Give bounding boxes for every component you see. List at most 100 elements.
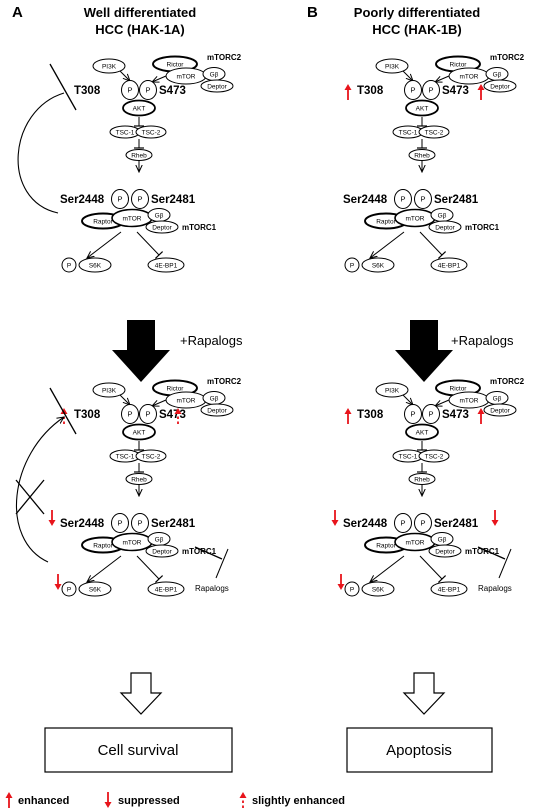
a-top-mtorc2-deptor-label: Deptor <box>207 84 227 91</box>
a-top-p-s473-label: P <box>145 86 150 95</box>
b-bot-mtorc2-deptor-label: Deptor <box>490 408 510 415</box>
b-bot-raptor-label: Raptor <box>376 543 396 550</box>
outcome-apoptosis: Apoptosis <box>386 742 452 759</box>
b-top-p-t308 <box>404 80 422 100</box>
a-bot-rheb-label: Rheb <box>131 477 147 484</box>
a-bot-s6k-label: S6K <box>89 587 102 594</box>
b-bot-mtorc2-mtor-label: mTOR <box>459 398 478 405</box>
b-bot-4ebp1 <box>430 581 468 597</box>
b-top-mtorc2-label: mTORC2 <box>490 53 525 62</box>
a-bot-rheb <box>125 473 153 485</box>
a-top-p-s473 <box>139 80 157 100</box>
a-top-p-ser2481-label: P <box>137 195 142 204</box>
panel-b-letter: B <box>307 4 318 21</box>
a-top-tsc1-label: TSC-1 <box>116 130 135 137</box>
a-bot-p-ser2448 <box>111 513 129 533</box>
b-bot-tsc1-label: TSC-1 <box>399 454 418 461</box>
a-top-mtorc1-label: mTORC1 <box>182 223 217 232</box>
b-bot-rictor-label: Rictor <box>450 386 468 393</box>
a-bot-s6k-suppressed-arrow-head <box>54 584 62 590</box>
b-bot-p-ser2448-label: P <box>400 519 405 528</box>
a-bot-s6k-arrow <box>87 555 122 582</box>
a-bot-akt <box>122 423 156 441</box>
a-top-p-s6k-label: P <box>67 263 71 270</box>
b-top-mtorc1-deptor <box>428 220 462 234</box>
b-top-s473-label: S473 <box>442 85 469 97</box>
a-bot-t308-slight-arrow-head <box>60 408 68 414</box>
a-top-mtorc1-mtor-label: mTOR <box>122 216 141 223</box>
b-bot-p-s6k <box>344 581 360 597</box>
b-top-tsc2 <box>418 125 450 139</box>
panel-b-title-line2: HCC (HAK-1B) <box>372 22 462 37</box>
rapalogs-treatment-label-a: +Rapalogs <box>180 333 243 348</box>
b-bot-pi3k <box>375 382 409 398</box>
a-bot-mtorc2-gb-label: Gβ <box>210 396 219 403</box>
a-bot-rictor-label: Rictor <box>167 386 185 393</box>
b-bot-mtorc2-deptor <box>483 403 517 417</box>
a-top-mtorc2-gb-label: Gβ <box>210 72 219 79</box>
b-bot-p-s473 <box>422 404 440 424</box>
b-top-rheb <box>408 149 436 161</box>
b-bot-pi3k-arrow <box>402 394 413 405</box>
feedback-loop-a-bottom <box>15 387 77 563</box>
b-bot-p-t308 <box>404 404 422 424</box>
b-top-pi3k-arrow <box>402 70 413 81</box>
outcome-box-b <box>346 727 493 773</box>
a-bot-p-s6k <box>61 581 77 597</box>
a-bot-raptor-label: Raptor <box>93 543 113 550</box>
a-top-p-s6k <box>61 257 77 273</box>
b-top-t308-enhanced-arrow-head <box>344 84 352 90</box>
b-bot-s473-enhanced-arrow-head <box>477 408 485 414</box>
b-top-pi3k <box>375 58 409 74</box>
b-bot-rheb-label: Rheb <box>414 477 430 484</box>
a-bot-mtorc1-deptor <box>145 544 179 558</box>
b-bot-mtorc1-deptor-label: Deptor <box>435 549 455 556</box>
b-top-p-s6k <box>344 257 360 273</box>
outcome-arrow-a <box>119 672 163 715</box>
a-bot-p-s6k-label: P <box>67 587 71 594</box>
feedback-blocked-cross-b <box>15 479 45 515</box>
b-top-s6k-label: S6K <box>372 263 385 270</box>
a-top-p-t308 <box>121 80 139 100</box>
a-top-p-ser2448 <box>111 189 129 209</box>
a-bot-mtorc2-deptor-label: Deptor <box>207 408 227 415</box>
a-top-rictor-label: Rictor <box>167 62 185 69</box>
a-top-4ebp1-inhibit-bar <box>154 251 164 259</box>
b-bot-mtorc1-gb-label: Gβ <box>438 537 447 544</box>
a-bot-p-s473 <box>139 404 157 424</box>
a-bot-mtorc1-label: mTORC1 <box>182 547 217 556</box>
b-top-rheb-label: Rheb <box>414 153 430 160</box>
b-top-mtorc1-mtor-label: mTOR <box>405 216 424 223</box>
a-bot-p-t308-label: P <box>127 410 132 419</box>
b-bot-mtorc2-label: mTORC2 <box>490 377 525 386</box>
b-bot-akt <box>405 423 439 441</box>
legend-slightly-enhanced-label: slightly enhanced <box>252 795 345 807</box>
panel-a-title-line1: Well differentiated <box>84 5 197 20</box>
a-bot-p-s473-label: P <box>145 410 150 419</box>
b-top-mtorc2-arrow <box>435 75 450 82</box>
a-top-p-ser2481 <box>131 189 149 209</box>
outcome-arrow-b <box>402 672 446 715</box>
a-top-mtorc1-deptor-label: Deptor <box>152 225 172 232</box>
b-bot-s473-label: S473 <box>442 409 469 421</box>
a-top-tsc2 <box>135 125 167 139</box>
a-top-pi3k <box>92 58 126 74</box>
a-top-mtorc2-arrow <box>152 75 167 82</box>
a-bot-rapalogs-inhibit-line <box>215 548 229 579</box>
b-bot-p-t308-label: P <box>410 410 415 419</box>
b-bot-ser2448-label: Ser2448 <box>343 518 388 530</box>
a-bot-mtorc1-deptor-label: Deptor <box>152 549 172 556</box>
b-bot-p-s473-label: P <box>428 410 433 419</box>
b-bot-rheb <box>408 473 436 485</box>
outcome-box-a <box>44 727 233 773</box>
b-top-p-t308-label: P <box>410 86 415 95</box>
b-bot-ser2481-suppressed-arrow-head <box>491 520 499 526</box>
b-bot-p-s6k-label: P <box>350 587 354 594</box>
b-bot-p-ser2481-label: P <box>420 519 425 528</box>
a-bot-s473-slight-arrow-head <box>174 408 182 414</box>
b-bot-4ebp1-label: 4E-BP1 <box>438 587 461 594</box>
b-top-t308-label: T308 <box>357 85 384 97</box>
